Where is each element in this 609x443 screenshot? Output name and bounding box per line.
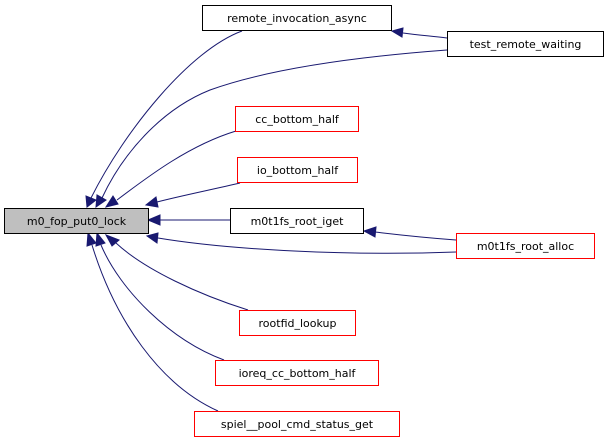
node-box [456, 233, 595, 259]
node-box [237, 157, 358, 183]
arrowhead-icon [362, 226, 377, 238]
edge-line [90, 30, 243, 199]
node-box [239, 310, 356, 336]
edge-m0t1fs_root_alloc-to-m0t1fs_root_iget [362, 226, 457, 241]
node-label: ioreq_cc_bottom_half [239, 367, 357, 380]
node-m0t1fs-root-alloc[interactable]: m0t1fs_root_alloc [456, 233, 595, 259]
node-label: cc_bottom_half [255, 113, 340, 126]
node-label: spiel__pool_cmd_status_get [221, 418, 374, 431]
arrowhead-icon [144, 196, 159, 208]
arrowhead-icon [145, 232, 159, 244]
edge-line [116, 130, 237, 201]
arrowhead-icon [86, 231, 97, 247]
arrowhead-icon [104, 195, 119, 208]
arrowhead-icon [95, 231, 106, 247]
node-test-remote-waiting[interactable]: test_remote_waiting [447, 31, 604, 57]
edges-layer [85, 27, 457, 412]
node-m0-fop-put0-lock[interactable]: m0_fop_put0_lock [4, 208, 149, 234]
node-label: m0t1fs_root_alloc [477, 240, 574, 253]
node-box [215, 360, 379, 386]
node-box [4, 208, 149, 234]
node-label: io_bottom_half [257, 164, 339, 177]
edge-line [101, 49, 448, 199]
edge-line [115, 242, 249, 311]
edge-line [402, 32, 448, 39]
edge-test_remote_waiting-to-m0_fop_put0_lock [95, 49, 448, 209]
edge-test_remote_waiting-to-remote_invocation_async [390, 27, 448, 39]
edge-cc_bottom_half-to-m0_fop_put0_lock [104, 130, 237, 208]
edge-line [91, 244, 219, 412]
node-box [235, 106, 359, 132]
edge-rootfid_lookup-to-m0_fop_put0_lock [104, 234, 249, 311]
node-m0t1fs-root-iget[interactable]: m0t1fs_root_iget [230, 208, 364, 234]
node-label: m0_fop_put0_lock [27, 215, 127, 228]
edge-spiel__pool_cmd_status_get-to-m0_fop_put0_lock [86, 231, 219, 412]
arrowhead-icon [85, 195, 97, 208]
node-ioreq-cc-bottom-half[interactable]: ioreq_cc_bottom_half [215, 360, 379, 386]
edge-line [156, 182, 241, 203]
edge-m0t1fs_root_iget-to-m0_fop_put0_lock [146, 214, 230, 226]
edge-remote_invocation_async-to-m0_fop_put0_lock [85, 30, 243, 208]
node-rootfid-lookup[interactable]: rootfid_lookup [239, 310, 356, 336]
node-box [202, 5, 392, 31]
edge-m0t1fs_root_alloc-to-m0_fop_put0_lock [145, 232, 457, 254]
node-label: rootfid_lookup [259, 317, 337, 330]
edge-line [100, 244, 225, 361]
node-box [447, 31, 604, 57]
node-spiel--pool-cmd-status-get[interactable]: spiel__pool_cmd_status_get [194, 411, 400, 437]
edge-io_bottom_half-to-m0_fop_put0_lock [144, 182, 241, 208]
node-label: m0t1fs_root_iget [251, 215, 344, 228]
arrowhead-icon [146, 214, 161, 226]
arrowhead-icon [390, 27, 404, 38]
node-remote-invocation-async[interactable]: remote_invocation_async [202, 5, 392, 31]
arrowhead-icon [104, 234, 120, 247]
edge-ioreq_cc_bottom_half-to-m0_fop_put0_lock [95, 231, 225, 361]
arrowhead-icon [95, 194, 107, 209]
node-box [194, 411, 400, 437]
nodes-layer: m0_fop_put0_lock remote_invocation_asynct… [4, 5, 604, 437]
node-io-bottom-half[interactable]: io_bottom_half [237, 157, 358, 183]
edge-line [157, 237, 457, 254]
edge-line [374, 231, 457, 241]
node-label: test_remote_waiting [470, 38, 582, 51]
node-label: remote_invocation_async [227, 12, 367, 25]
node-box [230, 208, 364, 234]
node-cc-bottom-half[interactable]: cc_bottom_half [235, 106, 359, 132]
